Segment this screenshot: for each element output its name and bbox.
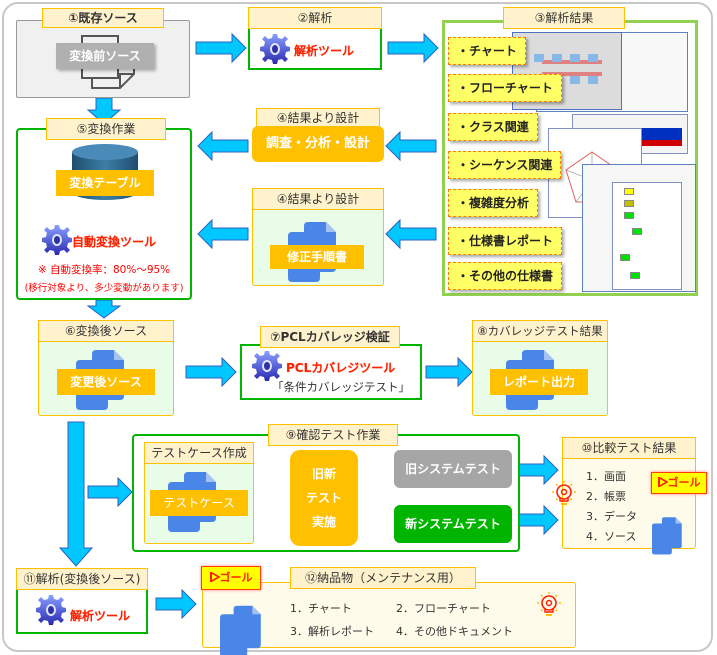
arrow-old-to-10 [517, 454, 559, 486]
flag-icon [209, 571, 220, 583]
result-tag-other-spec: ・その他の仕様書 [448, 262, 563, 290]
step12-item-2: 2．フローチャート [396, 602, 491, 615]
screenshot-collage [512, 32, 696, 294]
step5-note2: (移行対象より、多少変動があります) [24, 283, 184, 294]
step5-note1: ※ 自動変換率：80%～95% [37, 264, 171, 276]
step8-title: ⑧カバレッジテスト結果 [472, 320, 608, 342]
documents-icon [652, 517, 682, 555]
step10-title: ⑩比較テスト結果 [562, 437, 696, 459]
new-system-test: 新システムテスト [394, 505, 512, 543]
arrow-to-9 [87, 476, 133, 508]
gear-icon [252, 351, 282, 381]
step12-item-3: 3．解析レポート [290, 625, 374, 638]
lightbulb-icon [536, 591, 562, 616]
arrow-11-to-12 [155, 588, 197, 620]
step12-item-1: 1．チャート [290, 602, 352, 615]
step9-title: ⑨確認テスト作業 [268, 424, 398, 446]
step3-title: ③解析結果 [503, 7, 625, 29]
step10-item-1: 1．画面 [586, 470, 626, 483]
testcase-card: テストケース [150, 490, 248, 516]
old-system-test: 旧システムテスト [394, 450, 512, 488]
arrow-6-to-7 [185, 356, 237, 388]
step2-title: ②解析 [248, 7, 382, 29]
goal-label: ゴール [667, 476, 701, 489]
step11-title: ⑪解析(変換後ソース) [16, 568, 148, 590]
goal-label: ゴール [219, 571, 253, 584]
step4b-title: ④結果より設計 [252, 188, 384, 210]
step4b-card: 修正手順書 [270, 245, 364, 269]
step7-sub: 「条件カバレッジテスト」 [272, 380, 410, 394]
step6-card: 変更後ソース [57, 369, 155, 395]
step6-title: ⑥変換後ソース [38, 320, 174, 342]
arrow-1-to-2 [195, 32, 247, 64]
arrow-4b-to-5 [197, 218, 249, 250]
step2-tool: 解析ツール [294, 44, 355, 58]
step5-table: 変換テーブル [56, 170, 154, 196]
step1-title: ①既存ソース [42, 8, 164, 28]
exec-box: 旧新 テスト 実施 [290, 450, 358, 546]
step8-card: レポート出力 [490, 369, 588, 395]
step5-title: ⑤変換作業 [46, 118, 166, 140]
gear-icon [260, 34, 290, 64]
documents-icon [220, 605, 261, 655]
result-tag-spec-report: ・仕様書レポート [448, 227, 563, 255]
step7-tool: PCLカバレジツール [286, 361, 396, 375]
step10-item-4: 4．ソース [586, 530, 637, 543]
step12-title: ⑫納品物（メンテナンス用） [290, 567, 476, 589]
step12-box [202, 582, 576, 648]
flag-icon [657, 476, 668, 488]
result-tag-flowchart: ・フローチャート [448, 74, 562, 102]
arrow-7-to-8 [425, 356, 473, 388]
exec-line-1: 旧新 [311, 467, 336, 481]
step4a-title: ④結果より設計 [256, 108, 380, 128]
step11-tool: 解析ツール [70, 609, 131, 623]
step10-item-3: 3．データ [586, 510, 637, 523]
step4a-action: 調査・分析・設計 [252, 126, 384, 162]
exec-line-3: 実施 [311, 515, 336, 529]
result-tag-class: ・クラス関連 [448, 113, 538, 141]
gear-icon [42, 225, 72, 255]
lightbulb-icon [551, 480, 577, 505]
gear-icon [36, 595, 66, 625]
arrow-2-to-3 [387, 32, 439, 64]
step7-title: ⑦PCLカバレッジ検証 [260, 326, 400, 348]
arrow-5-to-6 [86, 299, 122, 319]
result-tag-chart: ・チャート [448, 37, 526, 65]
step1-card: 変換前ソース [56, 43, 154, 69]
result-tag-sequence: ・シーケンス関連 [448, 151, 562, 179]
step12-item-4: 4．その他ドキュメント [396, 625, 513, 638]
arrow-3-to-4b [385, 218, 437, 250]
arrow-3-to-4a [385, 130, 437, 162]
arrow-6-to-11 [58, 421, 94, 567]
result-tag-complexity: ・複雑度分析 [448, 189, 539, 217]
goal-badge: ゴール [201, 566, 261, 590]
goal-badge: ゴール [651, 472, 707, 494]
step5-tool: 自動変換ツール [72, 235, 157, 249]
arrow-1-to-5 [86, 97, 122, 125]
exec-line-2: テスト [305, 491, 342, 505]
step10-item-2: 2．帳票 [586, 490, 626, 503]
testcase-title: テストケース作成 [144, 442, 254, 464]
arrow-4a-to-5 [197, 130, 249, 162]
arrow-new-to-10 [517, 504, 559, 536]
